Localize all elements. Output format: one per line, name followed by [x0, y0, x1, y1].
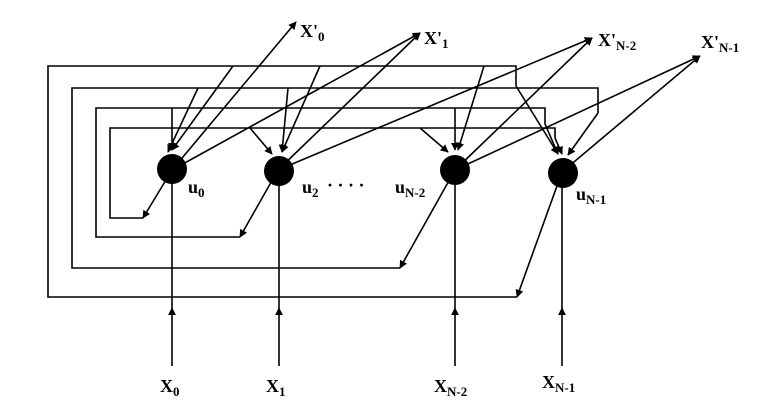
loop-out-arrow	[515, 171, 563, 298]
feed-arrow	[554, 137, 563, 155]
output-arrow	[277, 32, 421, 171]
nodes	[157, 154, 578, 188]
feed-arrow	[281, 65, 321, 153]
feed-arrow	[419, 127, 449, 153]
output-arrow	[277, 37, 593, 171]
input-label-1: X1	[266, 376, 286, 399]
feed-arrow	[278, 87, 289, 153]
loop-out-arrow	[399, 169, 456, 269]
output-arrow	[454, 55, 701, 171]
feed-arrow	[456, 65, 485, 151]
feed-arrow	[167, 87, 199, 153]
output-label-N-2: X'N-2	[598, 30, 636, 53]
output-label-N-1: X'N-1	[701, 32, 739, 55]
feed-arrow	[515, 85, 559, 155]
node-uN-2	[440, 155, 470, 185]
node-u2	[264, 156, 294, 186]
feed-arrow	[567, 112, 599, 156]
input-label-N-1: XN-1	[542, 372, 575, 395]
output-label-0: X'0	[300, 21, 325, 44]
feed-arrow	[171, 65, 234, 151]
output-label-1: X'1	[424, 28, 449, 51]
node-ellipsis: · · · ·	[327, 175, 365, 195]
output-arrow	[561, 55, 701, 173]
node-label-u2: u2	[302, 177, 319, 200]
output-arrow	[171, 32, 421, 171]
node-label-uN-2: uN-2	[395, 177, 425, 200]
node-uN-1	[548, 158, 578, 188]
node-u0	[157, 154, 187, 184]
input-label-N-2: XN-2	[434, 376, 467, 399]
feedback-loop-second	[71, 87, 599, 269]
output-arrow	[171, 21, 297, 171]
feed-arrow	[249, 127, 273, 155]
input-label-0: X0	[160, 376, 180, 399]
connection-lines	[47, 21, 701, 366]
node-label-u0: u0	[188, 177, 205, 200]
node-label-uN-1: uN-1	[576, 184, 606, 207]
feedback-loop-inner	[109, 127, 556, 219]
output-arrow	[454, 37, 593, 171]
feedback-loop-third	[95, 107, 546, 238]
feedback-loop-outer	[47, 65, 517, 298]
